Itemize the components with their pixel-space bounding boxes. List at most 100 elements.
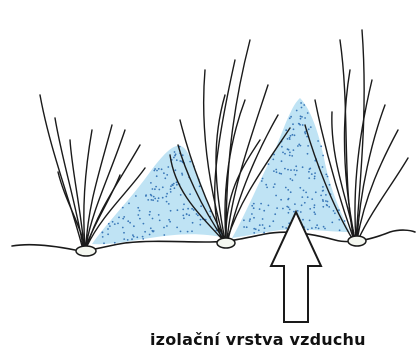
air-dot (151, 199, 153, 201)
air-dot (297, 145, 299, 147)
air-dot (170, 210, 172, 212)
air-dot (243, 226, 245, 228)
air-dot (173, 157, 175, 159)
air-dot (295, 174, 297, 176)
air-dot (251, 213, 253, 215)
air-dot (150, 182, 152, 184)
air-dot (285, 187, 287, 189)
air-dot (333, 210, 335, 212)
air-dot (344, 220, 346, 222)
air-dot (313, 211, 315, 213)
air-dot (122, 207, 124, 209)
air-dot (153, 196, 155, 198)
air-dot (193, 209, 195, 211)
air-dot (313, 207, 315, 209)
air-dot (327, 176, 329, 178)
air-dot (144, 231, 146, 233)
air-dot (287, 138, 289, 140)
air-dot (291, 155, 293, 157)
air-dot (299, 187, 301, 189)
air-dot (102, 236, 104, 238)
air-dot (322, 155, 324, 157)
air-dot (293, 169, 295, 171)
air-dot (262, 218, 264, 220)
air-dot (253, 232, 255, 234)
air-dot (174, 155, 176, 157)
air-dot (318, 228, 320, 230)
air-dot (249, 220, 251, 222)
air-dot (189, 193, 191, 195)
air-dot (294, 134, 296, 136)
air-dot (305, 192, 307, 194)
air-dot (153, 170, 155, 172)
air-dot (304, 202, 306, 204)
air-dot (179, 160, 181, 162)
air-dot (177, 209, 179, 211)
air-dot (290, 116, 292, 118)
air-dot (199, 224, 201, 226)
air-dot (259, 224, 261, 226)
air-dot (118, 217, 120, 219)
air-dot (296, 170, 298, 172)
air-dot (181, 174, 183, 176)
air-dot (166, 193, 168, 195)
air-dot (149, 234, 151, 236)
air-dot (139, 210, 141, 212)
air-dot (298, 123, 300, 125)
air-dot (135, 195, 137, 197)
air-dot (301, 204, 303, 206)
air-dot (266, 187, 268, 189)
air-dot (287, 189, 289, 191)
air-dot (292, 134, 294, 136)
air-dot (180, 194, 182, 196)
air-dot (307, 153, 309, 155)
air-dot (153, 230, 155, 232)
air-dot (314, 178, 316, 180)
air-dot (303, 190, 305, 192)
air-dot (292, 179, 294, 181)
air-dot (314, 204, 316, 206)
air-dot (166, 225, 168, 227)
air-dot (320, 145, 322, 147)
air-dot (311, 198, 313, 200)
air-dot (324, 228, 326, 230)
air-dot (289, 117, 291, 119)
air-dot (284, 153, 286, 155)
air-dot (149, 214, 151, 216)
air-dot (170, 191, 172, 193)
air-dot (288, 206, 290, 208)
air-dot (166, 174, 168, 176)
air-dot (166, 201, 168, 203)
air-dot (294, 203, 296, 205)
air-dot (296, 110, 298, 112)
air-dot (264, 227, 266, 229)
air-dot (288, 198, 290, 200)
air-dot (163, 172, 165, 174)
air-dot (163, 227, 165, 229)
air-dot (169, 221, 171, 223)
air-dot (117, 223, 119, 225)
air-dot (174, 151, 176, 153)
air-dot (274, 183, 276, 185)
air-dot (302, 219, 304, 221)
air-dot (307, 196, 309, 198)
air-dot (152, 218, 154, 220)
air-dot (307, 229, 309, 231)
air-dot (339, 229, 341, 231)
air-dot (127, 220, 129, 222)
air-dot (260, 203, 262, 205)
air-dot (300, 115, 302, 117)
air-dot (268, 205, 270, 207)
air-dot (156, 175, 158, 177)
air-dot (285, 227, 287, 229)
air-dot (243, 219, 245, 221)
air-dot (189, 161, 191, 163)
air-dot (187, 231, 189, 233)
air-dot (200, 219, 202, 221)
air-dot (147, 199, 149, 201)
air-dot (150, 227, 152, 229)
air-dot (182, 154, 184, 156)
air-dot (186, 213, 188, 215)
air-dot (152, 199, 154, 201)
air-dot (269, 225, 271, 227)
